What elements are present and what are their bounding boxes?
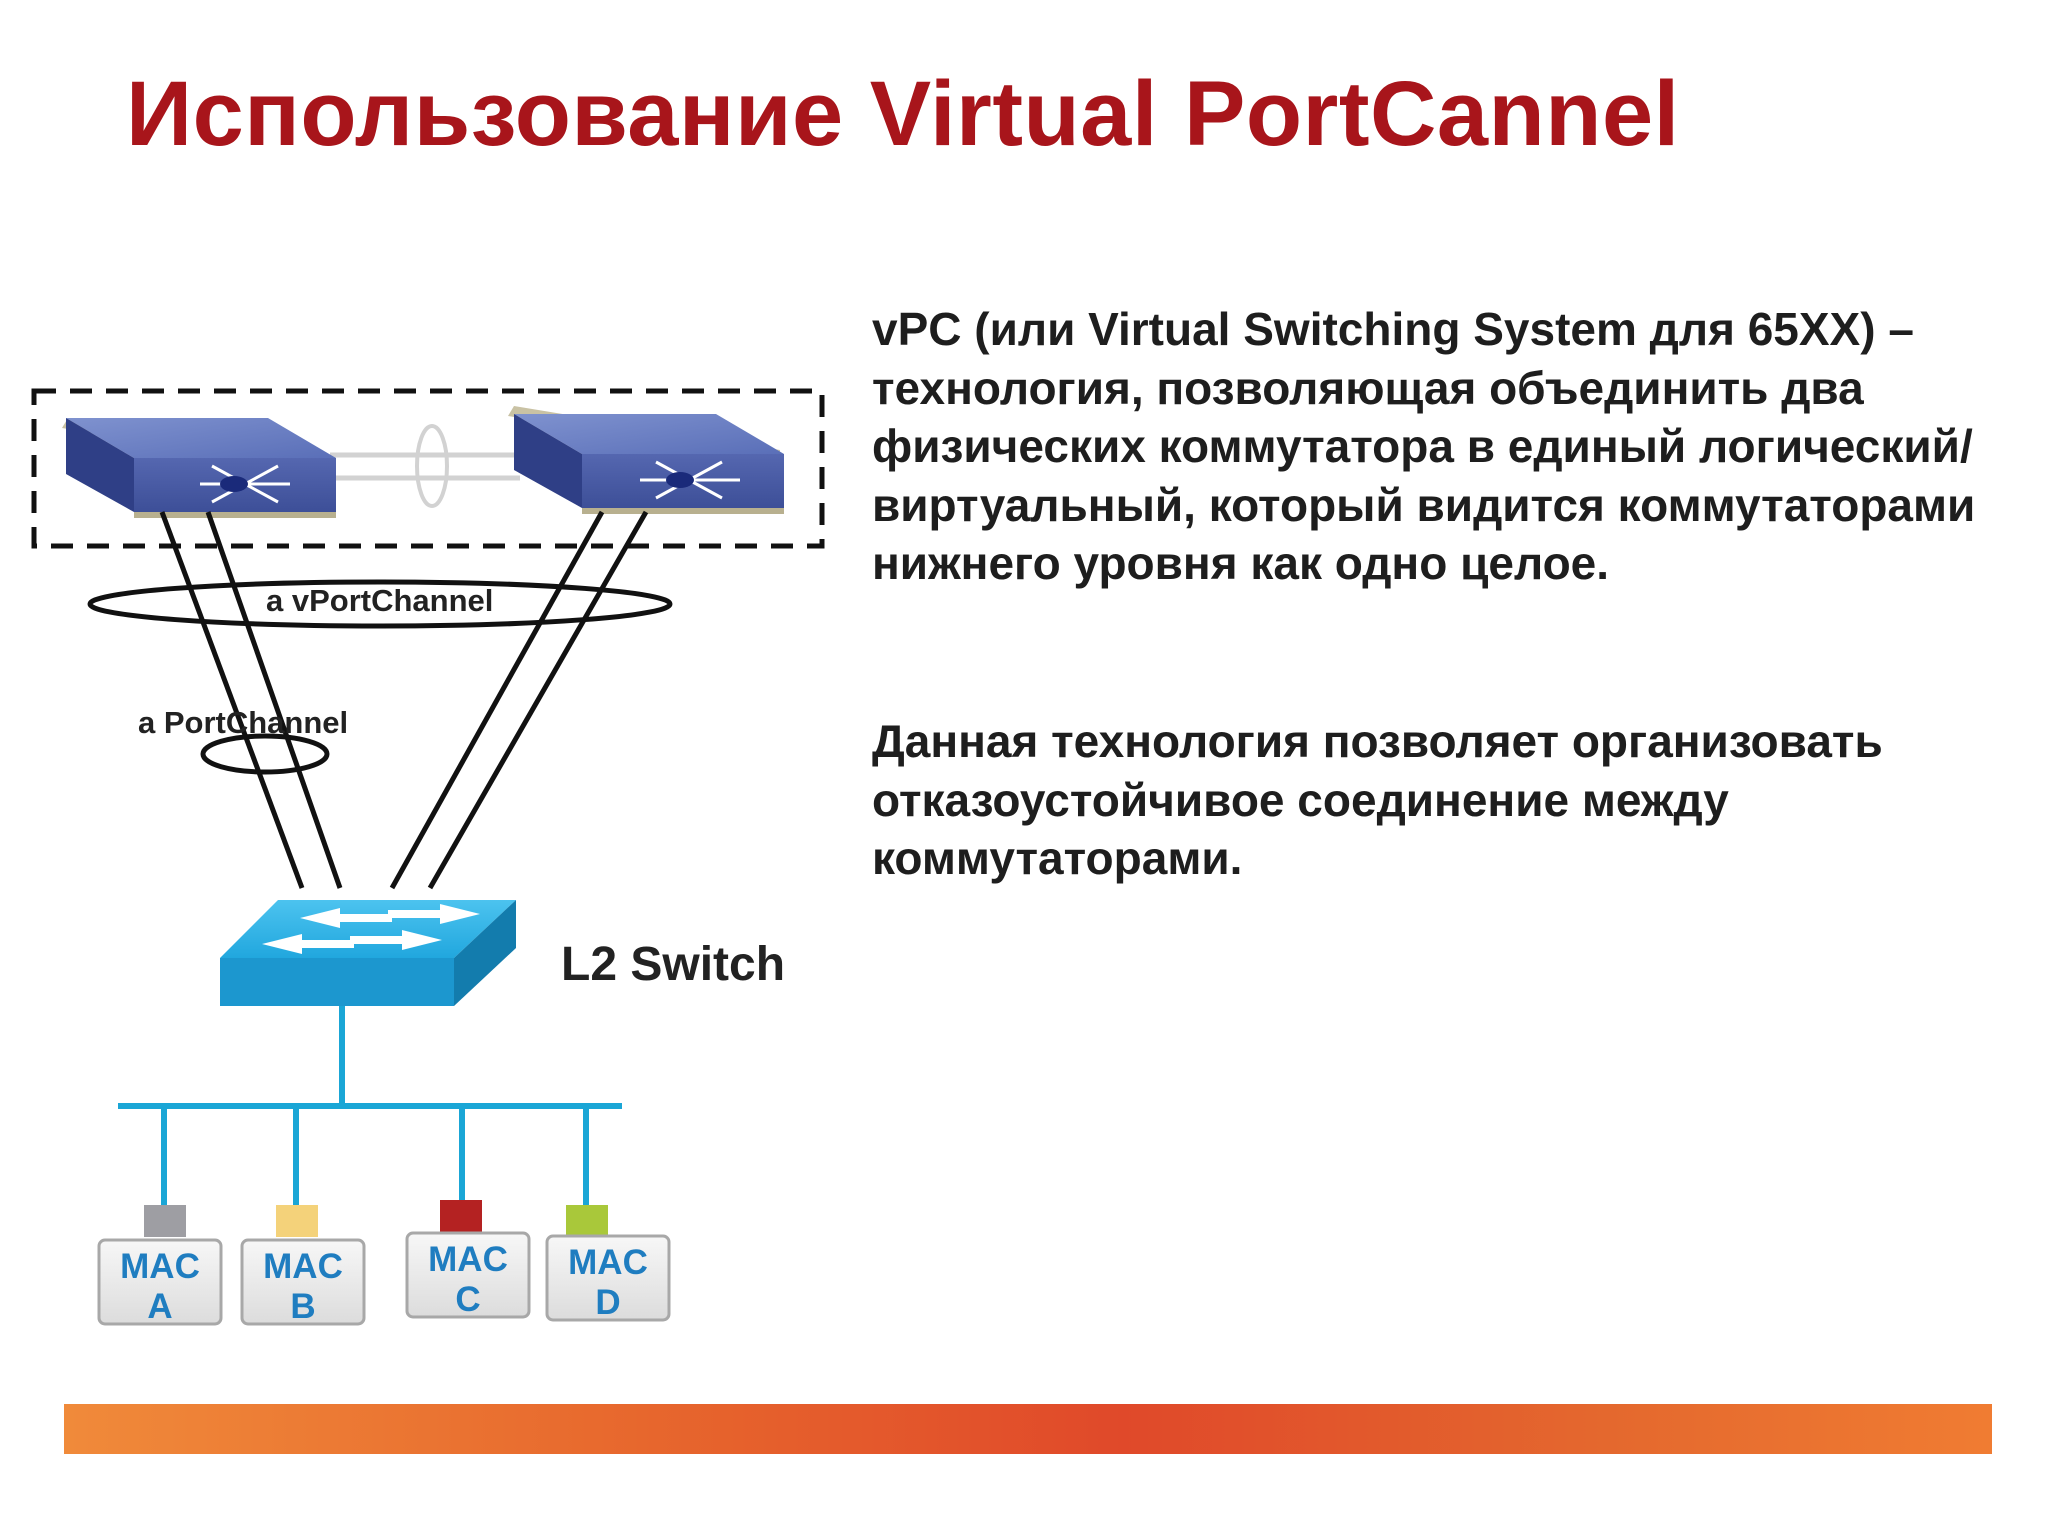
portchannel-ring: [200, 733, 330, 775]
host-id: B: [290, 1287, 315, 1326]
host-mac-b: MAC B: [240, 1205, 366, 1326]
host-id: C: [455, 1280, 480, 1319]
host-mac-d: MAC D: [545, 1205, 671, 1322]
vportchannel-label: a vPortChannel: [266, 583, 493, 618]
host-port: [566, 1205, 608, 1237]
host-mac-a: MAC A: [97, 1205, 223, 1326]
description-paragraph: vPC (или Virtual Switching System для 65…: [872, 303, 1976, 589]
benefit-paragraph: Данная технология позволяет организовать…: [872, 715, 1883, 884]
portchannel-label: a PortChannel: [138, 705, 348, 740]
host-label: MAC: [568, 1243, 648, 1282]
host-label: MAC: [263, 1247, 343, 1286]
host-mac-c: MAC C: [405, 1200, 531, 1319]
host-port: [440, 1200, 482, 1232]
host-port: [276, 1205, 318, 1237]
l2-switch-label: L2 Switch: [561, 938, 785, 991]
peer-link: [330, 424, 520, 508]
host-label: MAC: [120, 1247, 200, 1286]
core-switch-right-icon: [508, 406, 784, 514]
host-id: A: [147, 1287, 172, 1326]
host-port: [144, 1205, 186, 1237]
core-switch-left-icon: [62, 418, 336, 518]
host-bus: [118, 1006, 622, 1205]
footer-band: [64, 1404, 1992, 1454]
l2-switch-icon: [220, 900, 516, 1006]
host-label: MAC: [428, 1240, 508, 1279]
slide-title: Использование Virtual PortCannel: [126, 63, 1680, 165]
uplinks: [159, 510, 649, 890]
vportchannel-ring: [87, 579, 673, 629]
vpc-domain-box: [31, 388, 825, 549]
host-id: D: [595, 1283, 620, 1322]
